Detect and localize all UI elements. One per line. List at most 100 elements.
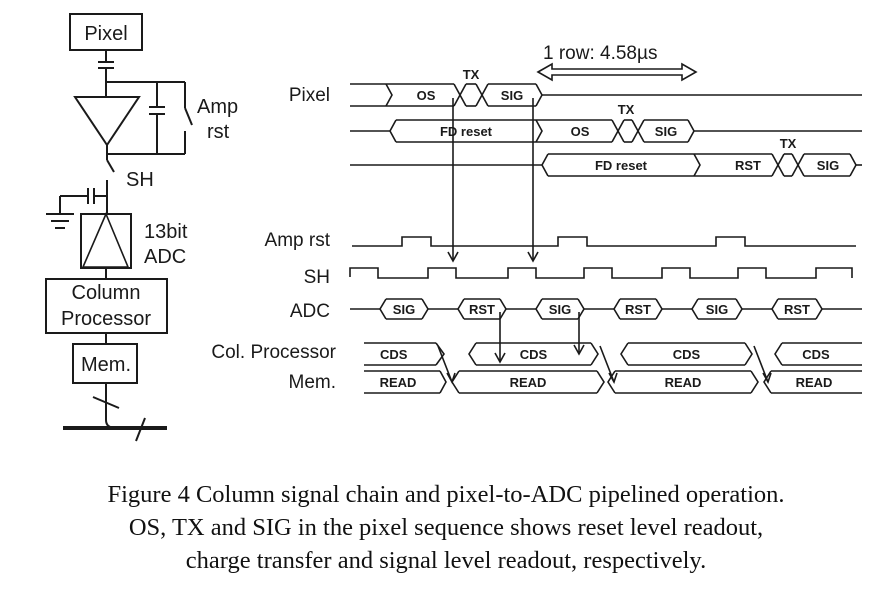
amp-rst-label-line1: Amp bbox=[197, 96, 238, 118]
pixel-row2-os-label: OS bbox=[571, 124, 590, 139]
adc-ramp-icon bbox=[81, 211, 130, 268]
feedback-capacitor-icon bbox=[149, 82, 165, 154]
adc-cell-1-edge bbox=[379, 298, 387, 320]
pixel-row1-tx-label: TX bbox=[463, 67, 480, 82]
cds-cell-3-edge bbox=[744, 342, 753, 366]
cds-cell-4-edge bbox=[774, 342, 783, 366]
pixel-row3-fd-reset-label: FD reset bbox=[595, 158, 648, 173]
pixel-row2-tx-cross bbox=[611, 119, 625, 143]
cds-cell-1-label: CDS bbox=[380, 347, 408, 362]
schematic bbox=[45, 13, 193, 442]
adc-cell-4-label: RST bbox=[625, 302, 651, 317]
adc-cell-5-edge bbox=[691, 298, 699, 320]
cds-cell-2-edge bbox=[468, 342, 477, 366]
row-period-double-arrow-icon bbox=[536, 62, 698, 82]
adc-cell-2-edge bbox=[499, 298, 507, 320]
read-cell-2-edge bbox=[451, 370, 460, 394]
adc-cell-2-label: RST bbox=[469, 302, 495, 317]
sh-switch-icon bbox=[106, 154, 115, 214]
cds-cell-3-edge bbox=[620, 342, 629, 366]
pixel-row3-tx-cross bbox=[791, 153, 805, 177]
os-to-sh-arrow-head-icon bbox=[447, 251, 459, 263]
cds-cell-4-label: CDS bbox=[802, 347, 830, 362]
row-label-mem: Mem. bbox=[289, 372, 337, 393]
pixel-row1-sig-label: SIG bbox=[501, 88, 523, 103]
cds-to-read-arrow-3 bbox=[753, 345, 769, 383]
pixel-row2-fd-reset-label: FD reset bbox=[440, 124, 493, 139]
read-cell-4-edge bbox=[763, 370, 772, 394]
adc-cell-2-edge bbox=[457, 298, 465, 320]
pixel-row1-tx-cross bbox=[475, 83, 489, 107]
pixel-row2-sig-label: SIG bbox=[655, 124, 677, 139]
caption-line-3: charge transfer and signal level readout… bbox=[185, 547, 707, 574]
cds-cell-1-edge bbox=[435, 342, 445, 366]
pixel-row1-os-label: OS bbox=[417, 88, 436, 103]
pixel-row3-rst-label: RST bbox=[735, 158, 761, 173]
adc-cell-5-label: SIG bbox=[706, 302, 728, 317]
cds-to-read-arrow-1 bbox=[437, 345, 453, 383]
cds-cell-2-edge bbox=[590, 342, 599, 366]
row-period-label: 1 row: 4.58µs bbox=[543, 43, 657, 64]
sig-to-sh-arrow-head-icon bbox=[527, 251, 539, 263]
row-label-sh: SH bbox=[304, 267, 330, 288]
read-cell-1-label: READ bbox=[380, 375, 417, 390]
cds-to-read-arrow-3-head-icon bbox=[762, 372, 772, 384]
coupling-capacitor-icon bbox=[98, 61, 114, 69]
figure-caption: Figure 4 Column signal chain and pixel-t… bbox=[0, 478, 892, 577]
read-cell-3-label: READ bbox=[665, 375, 702, 390]
sh-switch-label: SH bbox=[126, 169, 154, 191]
pixel-row1-tx-cross bbox=[453, 83, 467, 107]
cds-cell-2-label: CDS bbox=[520, 347, 548, 362]
read-cell-1-edge bbox=[439, 370, 447, 394]
cds-cell-3-label: CDS bbox=[673, 347, 701, 362]
amp-rst-waveform bbox=[352, 236, 856, 247]
adc-cell-3-label: SIG bbox=[549, 302, 571, 317]
sampling-capacitor-icon bbox=[59, 188, 107, 214]
adc-cell-6-label: RST bbox=[784, 302, 810, 317]
read-cell-2-edge bbox=[596, 370, 605, 394]
adc-cell-4-edge bbox=[655, 298, 663, 320]
pixel-row1-edge bbox=[535, 83, 543, 107]
pixel-row2-fd-reset-edge bbox=[389, 119, 397, 143]
pixel-row1-edge bbox=[385, 83, 393, 107]
cds-to-read-arrow-2 bbox=[599, 345, 615, 383]
amp-rst-switch-icon bbox=[184, 82, 193, 154]
pixel-row3-edge bbox=[693, 153, 701, 177]
sh-waveform bbox=[349, 267, 853, 279]
adc-cell-3-edge bbox=[535, 298, 543, 320]
cds-to-read-arrow-2-head-icon bbox=[608, 372, 618, 384]
row-label-adc: ADC bbox=[290, 301, 330, 322]
amplifier-icon bbox=[73, 96, 141, 147]
pixel-row3-edge bbox=[849, 153, 857, 177]
column-signal-chain-diagram: Pixel Amp rst SH 13bit ADC Column Proces… bbox=[45, 13, 862, 442]
adc-cell-6-edge bbox=[815, 298, 823, 320]
sig-to-cds-arrow-head-icon bbox=[573, 344, 585, 356]
read-cell-3-edge bbox=[750, 370, 759, 394]
column-processor-label-line1: Column bbox=[72, 282, 141, 304]
ground-icon bbox=[46, 213, 74, 229]
cds-to-read-arrow-1-head-icon bbox=[446, 372, 456, 384]
adc-label: ADC bbox=[144, 246, 186, 268]
pixel-block-label: Pixel bbox=[84, 23, 127, 45]
amp-rst-label-line2: rst bbox=[207, 121, 230, 143]
adc-bits-label: 13bit bbox=[144, 221, 188, 243]
rst-to-cds-arrow-head-icon bbox=[494, 352, 506, 364]
pixel-row3-fd-reset-edge bbox=[541, 153, 549, 177]
column-processor-label-line2: Processor bbox=[61, 308, 151, 330]
row-label-pixel: Pixel bbox=[289, 85, 330, 106]
pixel-row2-edge bbox=[687, 119, 695, 143]
caption-line-1: Figure 4 Column signal chain and pixel-t… bbox=[107, 481, 785, 508]
pixel-row3-tx-cross bbox=[771, 153, 785, 177]
adc-cell-5-edge bbox=[735, 298, 743, 320]
pixel-row3-tx-label: TX bbox=[780, 136, 797, 151]
row-label-col-processor: Col. Processor bbox=[211, 342, 336, 363]
pixel-row2-tx-label: TX bbox=[618, 102, 635, 117]
adc-cell-1-label: SIG bbox=[393, 302, 415, 317]
pixel-row3-sig-label: SIG bbox=[817, 158, 839, 173]
pixel-row2-tx-cross bbox=[631, 119, 645, 143]
adc-cell-1-edge bbox=[421, 298, 429, 320]
adc-block bbox=[80, 213, 132, 269]
adc-cell-4-edge bbox=[613, 298, 621, 320]
row-label-amp-rst: Amp rst bbox=[265, 230, 331, 251]
